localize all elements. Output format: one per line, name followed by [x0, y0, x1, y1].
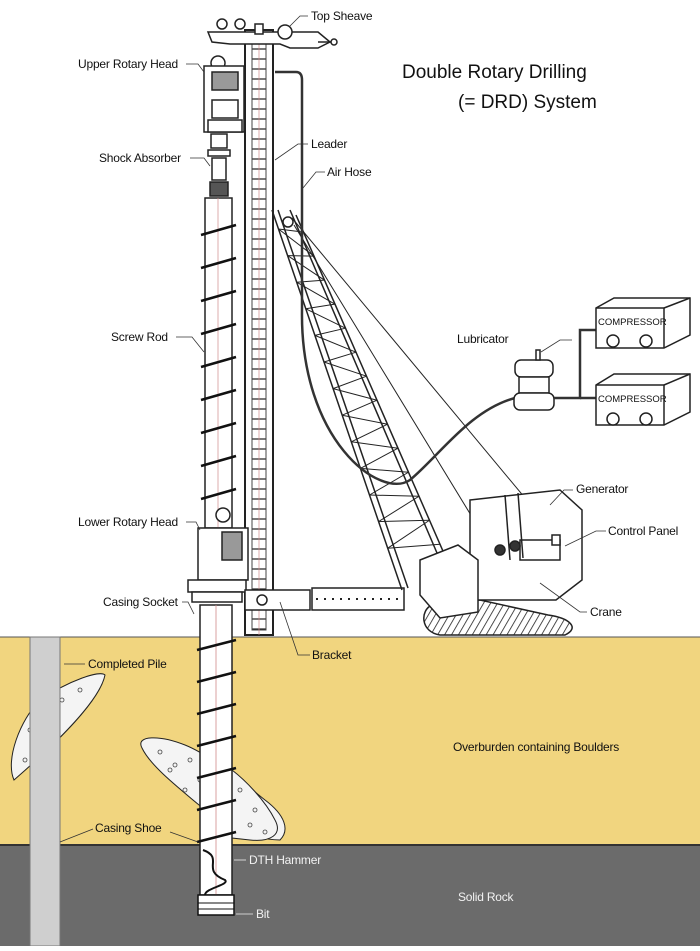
- boom-lattice-member: [378, 519, 430, 523]
- boom-lattice-member: [314, 334, 357, 353]
- title-line-1: Double Rotary Drilling: [402, 62, 587, 83]
- crane-boom: [271, 209, 561, 591]
- label-overburden: Overburden containing Boulders: [453, 740, 620, 754]
- boom-lattice-member: [323, 351, 357, 363]
- boulder-speck: [157, 749, 163, 755]
- compressor-top-label: COMPRESSOR: [598, 317, 667, 328]
- casing-flight: [196, 830, 237, 844]
- boom-lattice-member: [332, 375, 367, 390]
- boulder-speck: [77, 687, 83, 693]
- boulder-speck: [237, 787, 243, 793]
- boulder-right: [231, 768, 278, 841]
- label-shock-absorber: Shock Absorber: [99, 151, 181, 165]
- boom-lattice-member: [305, 303, 336, 310]
- screw-flight: [200, 223, 237, 237]
- boom-lattice-member: [369, 494, 420, 497]
- top-sheave: [206, 18, 338, 49]
- overburden-layer: [0, 637, 700, 845]
- completed-pile: [29, 636, 61, 947]
- casing-flight: [196, 766, 237, 780]
- boom-lattice-member: [287, 255, 325, 281]
- boom-lattice-member: [342, 399, 378, 416]
- boulder-speck: [172, 762, 178, 768]
- label-bit: Bit: [256, 907, 270, 921]
- casing-flight: [196, 734, 237, 748]
- shock-absorber: [207, 133, 231, 197]
- label-top-sheave: Top Sheave: [311, 9, 373, 23]
- boulder-speck: [22, 757, 28, 763]
- compressor-top: [595, 297, 691, 349]
- casing-flight: [196, 670, 237, 684]
- boulder-speck: [252, 807, 258, 813]
- label-completed-pile: Completed Pile: [88, 657, 167, 671]
- bracket: [244, 587, 405, 611]
- lubricator-hoses: [554, 328, 596, 400]
- boom-lattice-member: [342, 414, 388, 425]
- boom-lattice-member: [360, 447, 399, 469]
- boom-lattice-member: [360, 467, 409, 473]
- boulder-speck: [262, 829, 268, 835]
- boom-lattice-member: [323, 361, 367, 377]
- screw-rod: [200, 197, 237, 529]
- upper-rotary-head: [203, 55, 245, 133]
- screw-flight: [200, 289, 237, 303]
- compressor-bottom: [595, 373, 691, 426]
- boulder-speck: [167, 767, 173, 773]
- boom-lattice-member: [351, 441, 399, 449]
- screw-flight: [200, 388, 237, 402]
- label-casing-socket: Casing Socket: [103, 595, 178, 609]
- label-dth-hammer: DTH Hammer: [249, 853, 321, 867]
- lubricator: [513, 349, 555, 411]
- casing-flight: [196, 798, 237, 812]
- label-solid-rock: Solid Rock: [458, 890, 514, 904]
- label-lubricator: Lubricator: [457, 332, 509, 346]
- screw-flight: [200, 421, 237, 435]
- screw-flight: [200, 355, 237, 369]
- label-lower-rotary-head: Lower Rotary Head: [78, 515, 178, 529]
- boulder-speck: [182, 787, 188, 793]
- boom-lattice-member: [378, 495, 420, 523]
- boulder-speck: [247, 822, 253, 828]
- label-crane: Crane: [590, 605, 622, 619]
- label-air-hose: Air Hose: [327, 165, 372, 179]
- leader-lines: [59, 15, 606, 915]
- label-bracket: Bracket: [312, 648, 352, 662]
- title-line-2: (= DRD) System: [458, 92, 597, 113]
- boom-lattice-member: [278, 228, 304, 233]
- label-control-panel: Control Panel: [608, 524, 679, 538]
- casing-flight: [196, 702, 237, 716]
- screw-flight: [200, 256, 237, 270]
- screw-flight: [200, 322, 237, 336]
- boom-lattice-member: [387, 519, 430, 549]
- boom-lattice-member: [332, 388, 378, 401]
- boom-lattice-member: [351, 423, 388, 443]
- solid-rock-layer: [0, 845, 700, 946]
- boom-lattice-member: [387, 543, 441, 549]
- leader-mast: [244, 29, 274, 636]
- boom-lattice-member: [278, 228, 315, 257]
- casing-flight: [196, 638, 237, 652]
- boulder-speck: [187, 757, 193, 763]
- compressor-bottom-label: COMPRESSOR: [598, 394, 667, 405]
- air-hose: [275, 70, 516, 485]
- label-screw-rod: Screw Rod: [111, 330, 168, 344]
- boom-lattice-member: [314, 327, 346, 336]
- casing: [196, 604, 237, 916]
- boom-lattice-member: [305, 308, 346, 329]
- label-casing-shoe: Casing Shoe: [95, 821, 162, 835]
- screw-flight: [200, 454, 237, 468]
- label-leader: Leader: [311, 137, 348, 151]
- label-upper-rotary-head: Upper Rotary Head: [78, 57, 178, 71]
- lower-rotary-head: [187, 507, 249, 603]
- label-generator: Generator: [576, 482, 629, 496]
- screw-flight: [200, 487, 237, 501]
- crane-body: [419, 489, 583, 636]
